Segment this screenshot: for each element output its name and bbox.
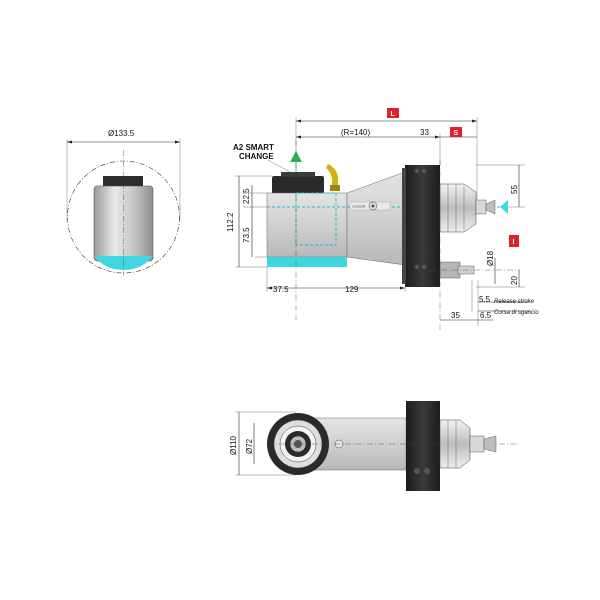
a2-smart-label-1: A2 SMART [233,143,274,152]
front-view: L (R=140) 33 S A2 SMART CHANGE [226,108,539,330]
top-flange [406,401,440,491]
dim-r140: (R=140) [341,128,370,137]
cyan-base-plate [267,257,347,267]
dim-d110: Ø110 [229,435,238,455]
output-flange [405,165,440,287]
top-view: Ø110 Ø72 [229,401,520,491]
arm-body [346,171,406,266]
tool-holder [439,183,477,233]
dim-6-5: 6.5 [480,311,492,320]
cyan-tip-icon [500,200,508,214]
main-body [266,192,348,258]
dim-33: 33 [420,128,429,137]
svg-text:L: L [391,111,396,118]
dim-5-5: 5.5 [479,295,491,304]
brand-mark: CONDOR [352,205,366,209]
dim-22-5: 22.5 [242,188,251,204]
top-cap [272,176,324,194]
side-view: Ø133.5 [66,129,181,276]
top-tool-holder [439,419,471,469]
dim-73-5: 73.5 [242,227,251,243]
release-stroke-en: Release stroke [494,299,535,305]
dim-55: 55 [510,185,519,194]
badge-L [387,108,399,118]
dim-37-5: 37.5 [273,285,289,294]
dim-35: 35 [451,311,460,320]
dim-129: 129 [345,285,359,294]
dim-20: 20 [510,276,519,285]
release-stroke-it: Corsa di sgancio [494,310,539,316]
a2-smart-label-2: CHANGE [239,152,274,161]
svg-text:S: S [454,130,459,137]
coolant-fitting-icon [326,164,338,186]
dim-d133-5: Ø133.5 [108,129,135,138]
dim-112-2: 112.2 [226,212,235,232]
svg-text:I: I [513,239,515,246]
badge-I [509,235,519,247]
dim-d72: Ø72 [245,438,254,454]
dim-d18: Ø18 [486,250,495,266]
badge-S [450,127,462,137]
